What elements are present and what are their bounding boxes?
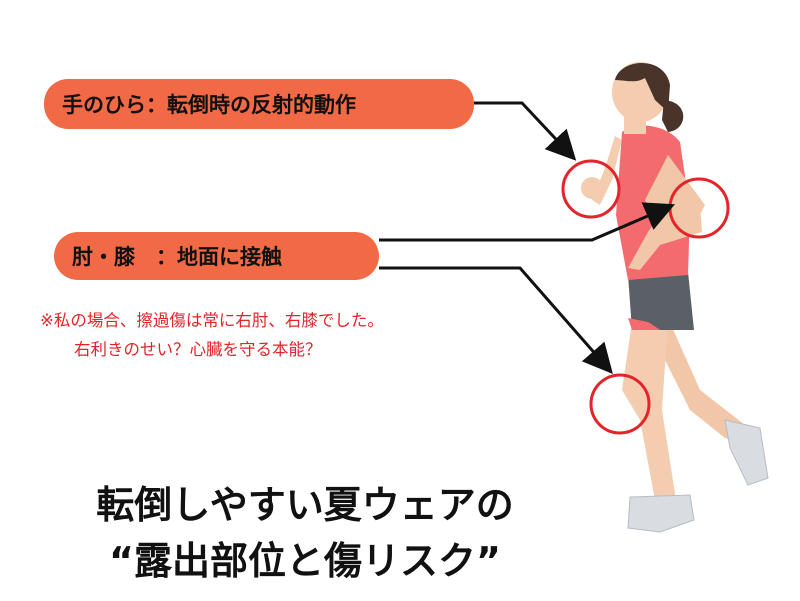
knee-circle xyxy=(589,373,651,435)
elbow-knee-label-text: 肘・膝 ：地面に接触 xyxy=(72,245,282,269)
palm-arrow xyxy=(474,101,577,161)
palm-circle xyxy=(561,159,621,219)
palm-label: 手のひら：転倒時の反射的動作 xyxy=(44,79,474,129)
title-line-2: “露出部位と傷リスク” xyxy=(109,539,501,583)
title-line-1: 転倒しやすい夏ウェアの xyxy=(96,483,514,527)
elbow-knee-label: 肘・膝 ：地面に接触 xyxy=(54,232,379,280)
note-line-1: ※私の場合、擦過傷は常に右肘、右膝でした。 xyxy=(40,311,384,330)
knee-arrow xyxy=(379,266,613,375)
elbow-arrow xyxy=(379,202,676,242)
note-line-2: 右利きのせい？心臓を守る本能？ xyxy=(74,340,322,359)
runner-illustration xyxy=(581,62,769,533)
palm-label-text: 手のひら：転倒時の反射的動作 xyxy=(62,93,356,117)
